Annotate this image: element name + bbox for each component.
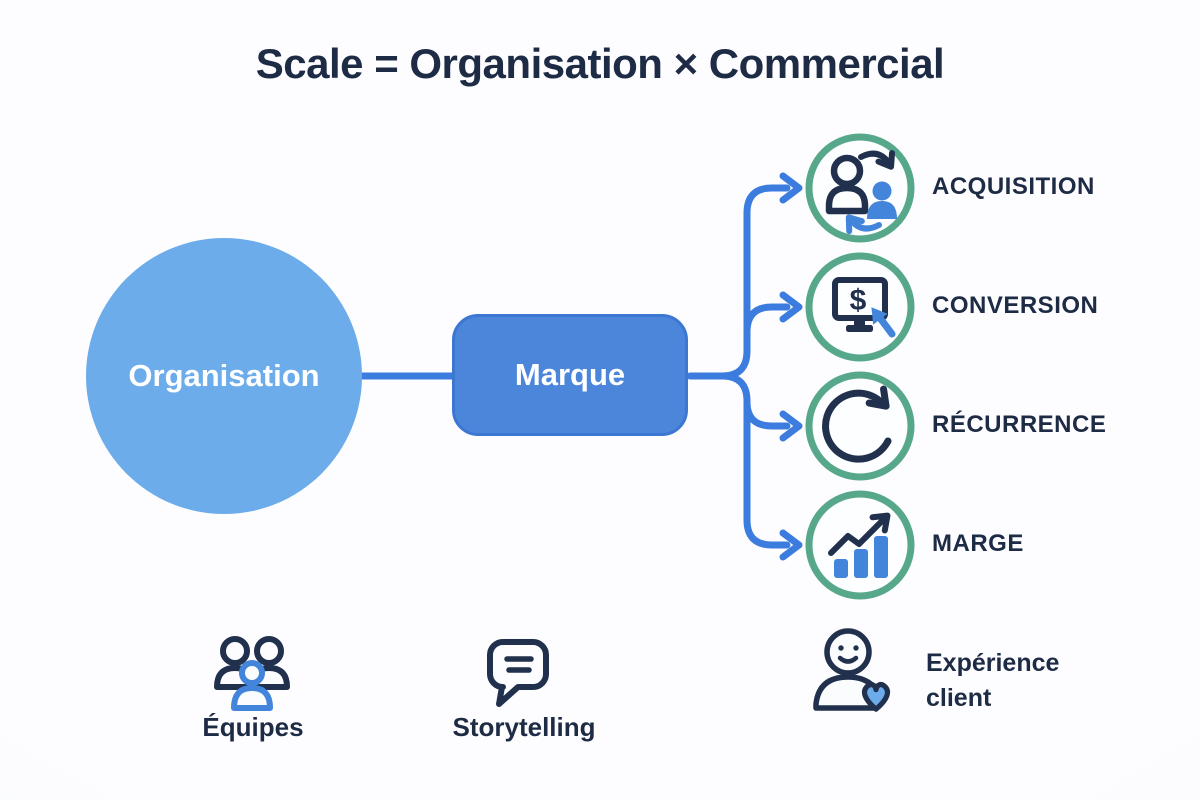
refresh-cycle-icon: [805, 371, 915, 481]
experience-client-icon-wrap: [806, 624, 906, 729]
arrowhead-recurrence: [779, 410, 803, 442]
diagram-title: Scale = Organisation × Commercial: [255, 40, 945, 87]
storytelling-label: Storytelling: [452, 712, 596, 742]
marge-label: MARGE: [932, 530, 1024, 557]
organisation-node: Organisation: [86, 238, 362, 514]
growth-bars-icon: [805, 490, 915, 600]
recurrence-icon-badge: [804, 370, 916, 482]
svg-text:$: $: [850, 284, 867, 317]
branch-line-conversion: [743, 303, 791, 336]
speech-bubble-icon: [487, 639, 549, 707]
equipes-label: Équipes: [202, 712, 304, 742]
acquisition-icon-badge: [804, 132, 916, 244]
arrowhead-conversion: [779, 291, 803, 323]
marque-label: Marque: [514, 357, 626, 392]
branch-line-acquisition: [718, 184, 791, 380]
conversion-icon-badge: $: [804, 251, 916, 363]
organisation-label: Organisation: [128, 358, 320, 393]
experience-client-label: Expérience client: [926, 649, 1060, 712]
user-exchange-icon: [805, 133, 915, 243]
arrowhead-acquisition: [779, 172, 803, 204]
acquisition-label: ACQUISITION: [932, 173, 1095, 200]
conversion-label: CONVERSION: [932, 292, 1099, 319]
monitor-dollar-click-icon: $: [805, 252, 915, 362]
storytelling-icon-wrap: [473, 630, 563, 725]
equipes-icon-wrap: [202, 628, 302, 725]
customer-smile-heart-icon: [813, 628, 891, 712]
marge-icon-badge: [804, 489, 916, 601]
team-icon: [214, 636, 290, 711]
branch-line-marge: [718, 372, 791, 549]
recurrence-label: RÉCURRENCE: [932, 411, 1107, 438]
arrowhead-marge: [779, 529, 803, 561]
marque-node: Marque: [452, 314, 688, 436]
